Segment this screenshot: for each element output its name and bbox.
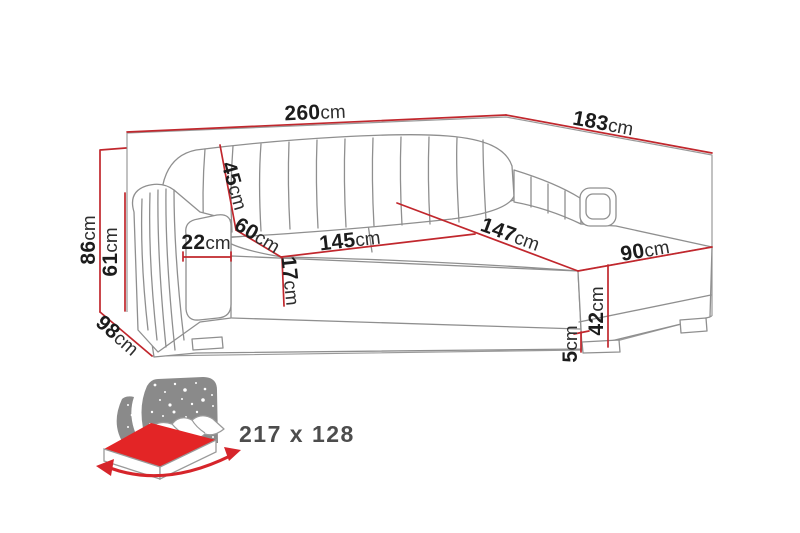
sofa-foot (191, 336, 224, 351)
dim-line-90 (577, 246, 713, 272)
dim-line-17 (281, 256, 285, 307)
dim-17-seat-edge-height: 17cm (276, 255, 303, 307)
dim-line-5 (573, 330, 590, 353)
sleeping-area-size: 217 x 128 (239, 421, 355, 447)
dim-86-total-height: 86cm (77, 215, 101, 265)
dim-5-leg-height: 5cm (559, 325, 583, 363)
dim-61-armrest-height: 61cm (99, 227, 123, 277)
dim-line-183 (505, 114, 713, 154)
sofa-foot (581, 339, 621, 354)
dim-line-145 (280, 233, 476, 258)
dim-line-45 (219, 144, 237, 231)
dim-line-260 (126, 114, 507, 133)
left-armrest-front (185, 214, 232, 321)
dim-line-147 (396, 202, 579, 272)
dim-line-60 (235, 229, 282, 258)
mattress-top (104, 423, 216, 467)
dimension-lines (99, 114, 713, 357)
sofa-foot (679, 317, 708, 334)
blanket-flap (116, 396, 142, 446)
sleeping-function-icon (96, 377, 241, 481)
backrest (160, 134, 515, 238)
dim-line-22 (182, 251, 232, 262)
dim-line-98 (99, 311, 153, 357)
dim-260-total-width: 260cm (283, 100, 347, 126)
unfold-arrow (96, 447, 241, 478)
right-armrest (579, 187, 617, 227)
dim-42-chaise-height: 42cm (585, 286, 609, 336)
dim-line-86 (99, 147, 127, 313)
dim-22-armrest-width: 22cm (181, 231, 231, 255)
